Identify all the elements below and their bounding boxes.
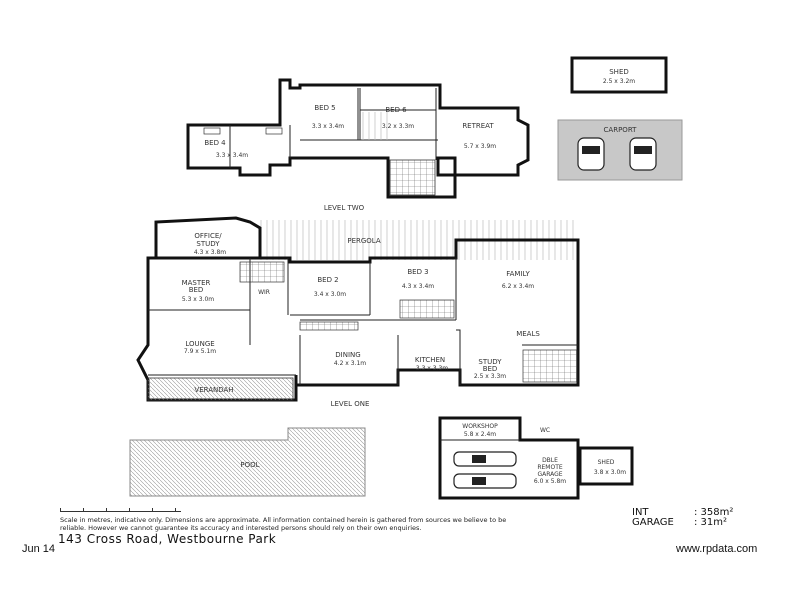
area-summary: INT : 358m² GARAGE : 31m² — [632, 508, 733, 528]
bed3-label: BED 3 — [407, 268, 428, 276]
pergola-label: PERGOLA — [347, 237, 381, 245]
wc-label: WC — [540, 427, 550, 434]
bed6-size: 3.2 x 3.3m — [382, 123, 414, 130]
level-two: BED 4 3.3 x 3.4m BED 5 3.3 x 3.4m BED 6 … — [186, 56, 683, 212]
kitchen-size: 3.3 x 3.3m — [416, 365, 448, 372]
meals-label: MEALS — [516, 330, 540, 338]
level-two-outline — [186, 78, 530, 199]
bed4-size: 3.3 x 3.4m — [216, 152, 248, 159]
master-size: 5.3 x 3.0m — [182, 296, 214, 303]
bed2-size: 3.4 x 3.0m — [314, 291, 346, 298]
shed-garage-label: SHED — [598, 459, 615, 466]
outbuildings: POOL WORKSHOP 5.8 x 2.4m WC DBLE REMOTE … — [129, 416, 634, 500]
website-link[interactable]: www.rpdata.com — [676, 543, 758, 555]
family-label: FAMILY — [506, 270, 530, 278]
int-area-value: : 358m² — [694, 507, 734, 518]
verandah-label: VERANDAH — [194, 386, 233, 394]
pool-label: POOL — [240, 461, 259, 469]
disclaimer: Scale in metres, indicative only. Dimens… — [60, 516, 507, 532]
lounge-size: 7.9 x 5.1m — [184, 348, 216, 355]
bed3-size: 4.3 x 3.4m — [402, 283, 434, 290]
hall-stairs — [299, 321, 359, 331]
master-label-2: BED — [189, 286, 204, 294]
bed2-label: BED 2 — [317, 276, 338, 284]
study-label: STUDY — [478, 358, 502, 366]
bed4-label: BED 4 — [204, 139, 226, 147]
kitchen-label: KITCHEN — [415, 356, 445, 364]
shed-top-size: 2.5 x 3.2m — [603, 78, 635, 85]
car-icon — [453, 451, 517, 467]
car-icon — [453, 473, 517, 489]
shed-garage — [578, 446, 634, 486]
garage-label-2: REMOTE — [537, 464, 563, 471]
plan-date: Jun 14 — [22, 543, 56, 555]
dining-label: DINING — [335, 351, 360, 359]
lounge-label: LOUNGE — [185, 340, 214, 348]
study-label-2: BED — [483, 365, 498, 373]
garage-area-value: : 31m² — [694, 517, 728, 528]
level-two-robe-2 — [265, 127, 283, 135]
bathroom — [399, 299, 455, 319]
retreat-size: 5.7 x 3.9m — [464, 143, 496, 150]
car-icon — [629, 137, 657, 171]
garage-outline — [438, 416, 580, 500]
level-two-bathroom — [389, 159, 436, 196]
int-area-label: INT — [632, 507, 649, 518]
dining-size: 4.2 x 3.1m — [334, 360, 366, 367]
garage-label-3: GARAGE — [537, 471, 562, 478]
office-size: 4.3 x 3.8m — [194, 249, 226, 256]
garage-area-label: GARAGE — [632, 517, 674, 528]
garage-label: DBLE — [542, 457, 558, 464]
shed-garage-size: 3.8 x 3.0m — [594, 469, 626, 476]
level-two-robe — [203, 127, 221, 135]
level-one-label: LEVEL ONE — [331, 400, 370, 408]
retreat-label: RETREAT — [462, 122, 494, 130]
bed6-label: BED 6 — [385, 106, 407, 114]
level-one-interior-walls — [148, 258, 578, 385]
level-one: PERGOLA OFFICE/ STUDY 4.3 x 3.8m VERANDA… — [136, 216, 580, 408]
verandah — [147, 377, 294, 401]
ensuite — [239, 261, 285, 283]
level-two-stairs — [360, 112, 388, 140]
shed-top — [570, 56, 668, 94]
office-label: OFFICE/ — [194, 232, 222, 240]
study-size: 2.5 x 3.3m — [474, 373, 506, 380]
level-two-label: LEVEL TWO — [324, 204, 365, 212]
master-label: MASTER — [182, 279, 211, 287]
pool — [129, 427, 366, 497]
wir-label: WIR — [258, 289, 270, 296]
car-icon — [577, 137, 605, 171]
shed-top-label: SHED — [609, 68, 629, 76]
scale-bar — [60, 508, 181, 512]
bed5-label: BED 5 — [314, 104, 335, 112]
laundry — [522, 349, 578, 383]
garage-area-row: GARAGE : 31m² — [632, 518, 733, 528]
bed5-size: 3.3 x 3.4m — [312, 123, 344, 130]
property-address: 143 Cross Road, Westbourne Park — [58, 532, 277, 546]
int-area-row: INT : 358m² — [632, 508, 733, 518]
office-label-2: STUDY — [196, 240, 220, 248]
carport-label: CARPORT — [604, 126, 638, 134]
workshop-label: WORKSHOP — [462, 423, 498, 430]
family-size: 6.2 x 3.4m — [502, 283, 534, 290]
garage-size: 6.0 x 5.8m — [534, 478, 566, 485]
workshop-size: 5.8 x 2.4m — [464, 431, 496, 438]
